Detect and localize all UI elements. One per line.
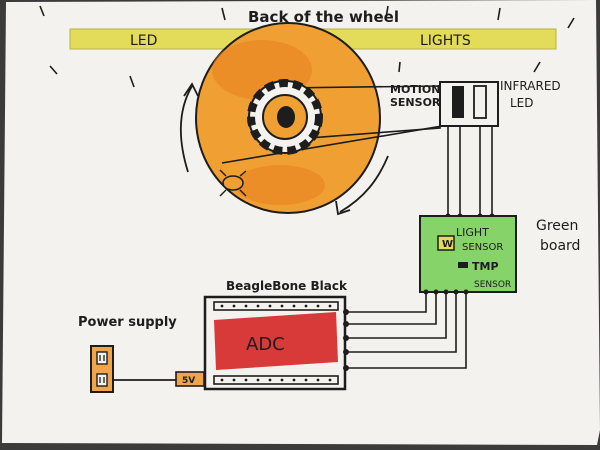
rotation-arrow-right [339,155,389,213]
outlet-socket-bottom [96,373,108,387]
voltage-label: 5V [182,376,195,386]
led-strip-label-left: LED [130,33,157,49]
beaglebone-side-pins [343,309,349,371]
power-outlet [90,345,114,393]
motion-sensor-label-2: SENSOR [390,96,441,109]
board-to-beaglebone-wires [346,292,467,369]
adc-region [214,312,338,370]
led-strip-label-right: LIGHTS [420,33,471,49]
beaglebone-board: ADC 5V [175,295,349,391]
green-board-body [419,215,517,293]
light-sensor-label-2: SENSOR [462,242,503,253]
green-board: W LIGHT SENSOR TMP SENSOR [419,215,517,295]
temp-sensor-chip [458,262,468,268]
green-board-caption-1: Green [536,218,578,234]
wheel-valve-bug [219,169,247,197]
wheel-band-lower [221,125,443,164]
temp-sensor-label-1: TMP [472,260,499,273]
beaglebone-pin-dots [220,304,332,382]
sensor-to-board-wires [447,126,493,216]
rotation-arrow-left [180,85,193,173]
wheel [180,22,443,216]
sensor-housing [439,81,499,127]
green-board-caption-2: board [540,238,580,254]
wheel-hub-teeth [247,79,323,155]
rotation-arrowhead-right [335,200,351,216]
wheel-shade-bottom [235,165,325,205]
motion-sensor-label-1: MOTION [390,83,440,96]
adc-label: ADC [246,334,285,355]
outlet-socket-top [96,351,108,365]
motion-sensor-window [452,86,464,118]
beaglebone-header-bottom [213,375,339,385]
temp-sensor-label-2: SENSOR [474,280,511,290]
power-supply-label: Power supply [78,315,177,330]
light-sensor-chip [437,235,455,251]
diagram-title: Back of the wheel [248,8,399,26]
wheel-axle [277,106,295,128]
infrared-led-label-1: INFRARED [500,79,561,93]
rotation-arrowhead-left [183,82,199,97]
power-jack-5v [175,371,205,387]
beaglebone-title: BeagleBone Black [226,279,348,293]
infrared-led-label-2: LED [510,96,534,110]
infrared-led-window [473,85,487,119]
motion-sensor-unit [439,81,499,127]
svg-text:W: W [442,239,453,250]
light-sensor-label-1: LIGHT [456,226,489,239]
beaglebone-header-top [213,301,339,311]
